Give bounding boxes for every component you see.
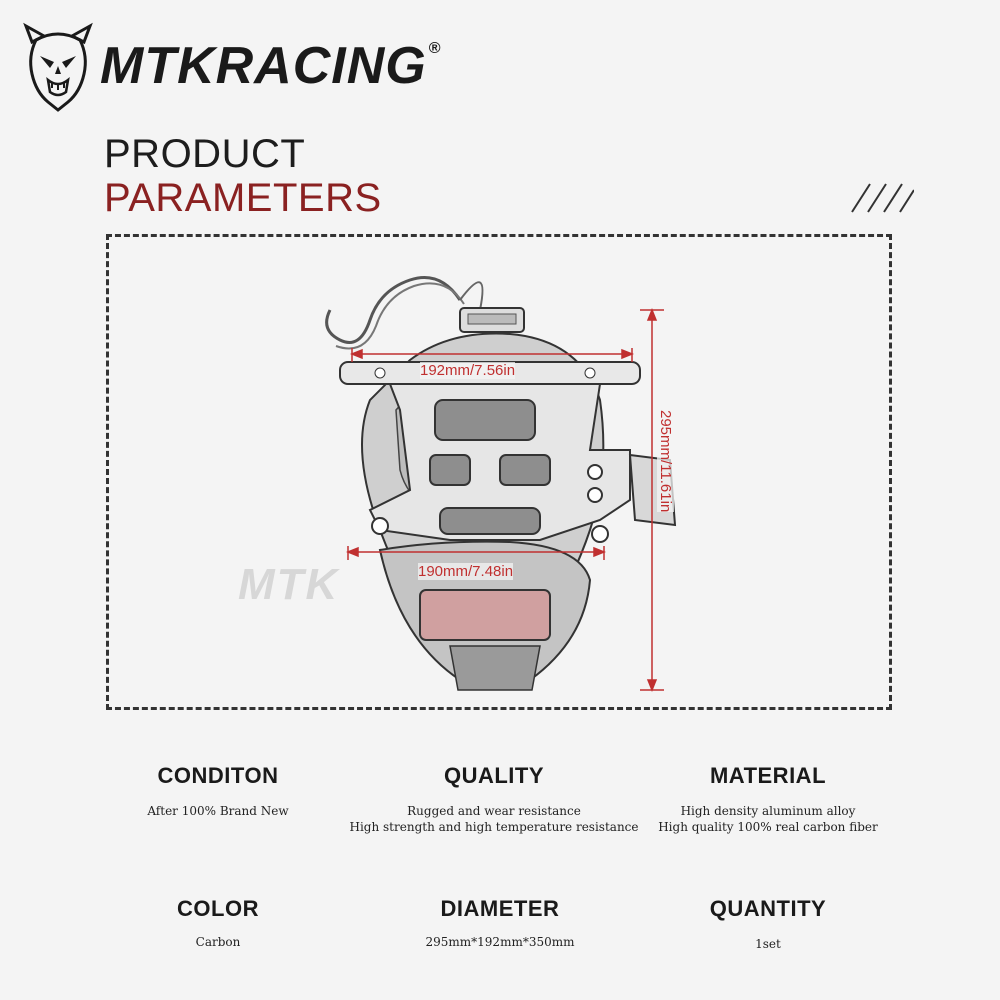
decorative-slashes-icon [851,183,914,213]
heading-product: PRODUCT [104,132,306,176]
spec-diameter: DIAMETER 295mm*192mm*350mm [350,896,650,950]
brand-name: MTKRACING® [100,37,442,95]
bottom-width-label: 190mm/7.48in [418,563,514,580]
spec-quality: QUALITY Rugged and wear resistance High … [344,763,644,835]
product-image-frame [106,234,892,710]
spec-text: High strength and high temperature resis… [349,820,639,834]
top-width-label: 192mm/7.56in [420,362,516,379]
spec-title: QUANTITY [709,896,827,921]
spec-text: After 100% Brand New [147,804,289,818]
spec-title: COLOR [177,896,259,921]
spec-text: High density aluminum alloy [680,804,856,818]
spec-condition: CONDITON After 100% Brand New [68,763,368,819]
spec-text: Carbon [195,935,241,949]
heading-parameters: PARAMETERS [104,176,382,220]
spec-material: MATERIAL High density aluminum alloy Hig… [618,763,918,835]
spec-text: Rugged and wear resistance [407,804,581,818]
spec-title: CONDITON [157,763,279,788]
spec-title: DIAMETER [440,896,560,921]
spec-text: High quality 100% real carbon fiber [658,820,878,834]
watermark-text: MTK [238,560,340,609]
spec-color: COLOR Carbon [68,896,368,950]
spec-quantity: QUANTITY 1set [618,896,918,952]
bulldog-logo-icon [23,22,93,112]
spec-title: MATERIAL [709,763,827,788]
spec-text: 1set [755,937,781,951]
spec-text: 295mm*192mm*350mm [425,935,575,949]
spec-title: QUALITY [443,763,545,788]
height-label: 295mm/11.61in [657,410,674,513]
